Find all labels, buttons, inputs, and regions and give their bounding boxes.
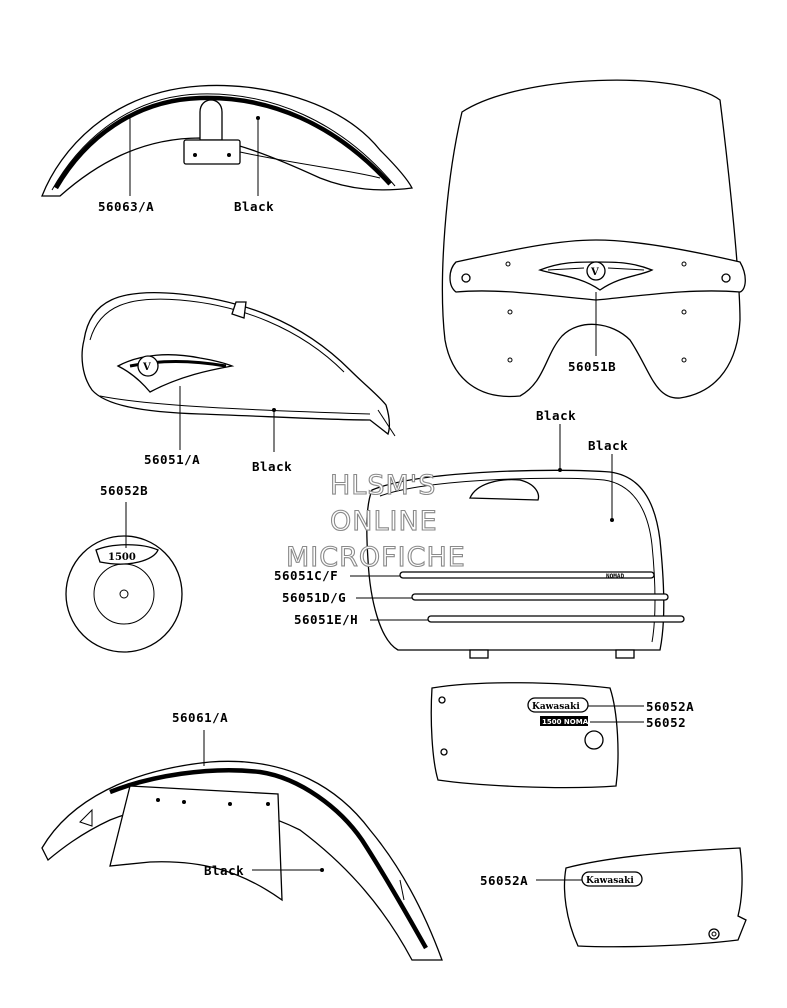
stripe-top-label: 56051C/F [274, 568, 338, 583]
cover-part-label: 56052B [100, 483, 148, 498]
side-cover-left: Kawasaki [563, 847, 747, 948]
windshield-part-label: 56051B [568, 359, 616, 374]
saddlebag: NOMAD [366, 469, 685, 659]
model-badge-right: 1500 NOMAD [542, 718, 594, 726]
side-cover-right: Kawasaki 1500 NOMAD [430, 682, 619, 789]
front-fender-part-label: 56063/A [98, 199, 154, 214]
saddlebag-color-top-label: Black [536, 408, 576, 423]
watermark-line-3: MICROFICHE [286, 542, 466, 573]
front-fender-color-label: Black [234, 199, 274, 214]
side-cover-right-emblem-label: 56052A [646, 699, 694, 714]
side-cover-left-emblem-label: 56052A [480, 873, 528, 888]
round-cover: 1500 [65, 535, 183, 653]
tank-part-label: 56051/A [144, 452, 200, 467]
windshield: V [441, 79, 746, 399]
front-fender [41, 84, 413, 197]
fuel-tank: V [81, 291, 396, 437]
watermark: HLSM'S ONLINE MICROFICHE [285, 469, 466, 573]
watermark-line-1: HLSM'S [330, 470, 436, 501]
rear-fender [41, 760, 443, 961]
stripe-bottom-label: 56051E/H [294, 612, 358, 627]
saddlebag-color-right-label: Black [588, 438, 628, 453]
side-cover-right-badge-label: 56052 [646, 715, 686, 730]
svg-text:V: V [590, 267, 599, 278]
cover-model-text: 1500 [108, 552, 136, 563]
rear-fender-color-label: Black [204, 863, 244, 878]
kawasaki-emblem-left: Kawasaki [586, 876, 634, 886]
kawasaki-emblem-right: Kawasaki [532, 702, 580, 712]
watermark-line-2: ONLINE [330, 506, 438, 537]
tank-color-label: Black [252, 459, 292, 474]
stripe-mid-label: 56051D/G [282, 590, 346, 605]
svg-text:V: V [142, 362, 151, 373]
rear-fender-part-label: 56061/A [172, 710, 228, 725]
nomad-emblem: NOMAD [606, 573, 624, 580]
